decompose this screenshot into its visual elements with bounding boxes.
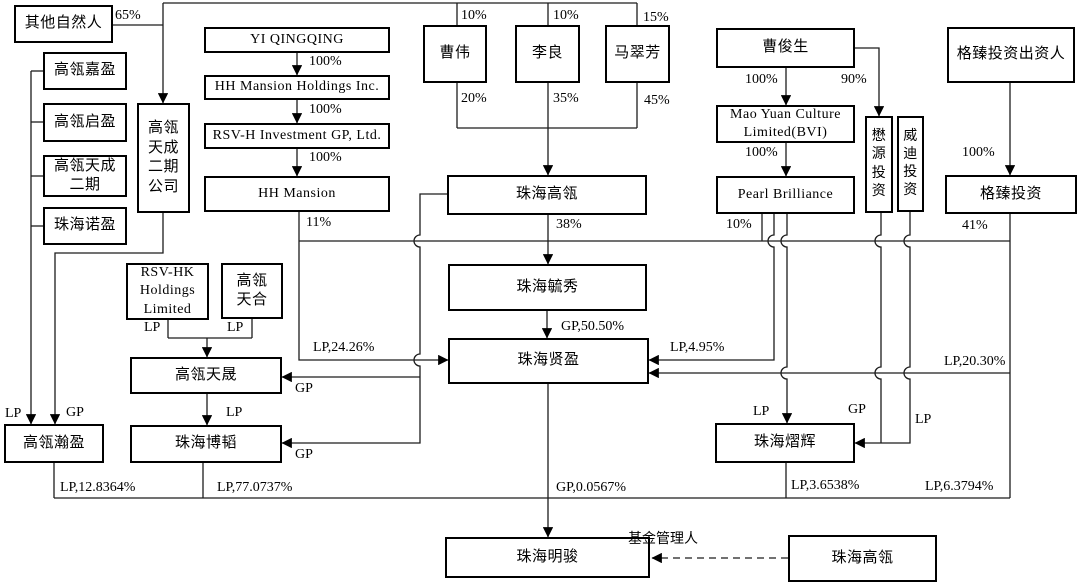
node-cao-wei: 曹伟	[423, 25, 487, 83]
node-gaoling-hanying: 高瓴瀚盈	[4, 424, 104, 463]
connector-24	[780, 214, 793, 424]
edge-label-30: GP	[848, 402, 866, 417]
edge-label-35: LP,3.6538%	[791, 478, 860, 493]
edge-label-19: LP	[227, 320, 244, 335]
node-pearl-brilliance: Pearl Brilliance	[716, 176, 855, 214]
edge-label-7: 20%	[461, 91, 487, 106]
edge-label-34: GP,0.0567%	[556, 480, 627, 495]
node-zhuhai-gaoling-manager: 珠海高瓴	[788, 535, 937, 582]
node-gaoling-jiaying: 高瓴嘉盈	[43, 52, 127, 90]
node-zhuhai-xianying: 珠海贤盈	[448, 338, 649, 384]
node-cao-junsheng: 曹俊生	[716, 28, 855, 68]
edge-label-23: LP,20.30%	[944, 354, 1006, 369]
connector-18	[298, 212, 449, 366]
edge-label-3: 15%	[643, 10, 669, 25]
edge-label-4: 100%	[309, 54, 342, 69]
edge-label-0: 65%	[115, 8, 141, 23]
edge-label-29: LP	[753, 404, 770, 419]
node-gaoling-qiying: 高瓴启盈	[43, 103, 127, 142]
edge-label-2: 10%	[553, 8, 579, 23]
edge-label-6: 100%	[309, 150, 342, 165]
edge-label-12: 100%	[745, 145, 778, 160]
edge-label-18: LP	[144, 320, 161, 335]
edge-label-25: LP	[226, 405, 243, 420]
edge-label-36: LP,6.3794%	[925, 479, 994, 494]
edge-label-21: GP,50.50%	[561, 319, 625, 334]
node-gezhen-investors: 格臻投资出资人	[947, 27, 1075, 83]
node-weidi-touzi: 威 迪 投 资	[897, 116, 924, 212]
edge-label-13: 100%	[962, 145, 995, 160]
edge-label-27: LP	[5, 406, 22, 421]
node-yi-qingqing: YI QINGQING	[204, 27, 390, 53]
connector-26	[874, 213, 882, 443]
edge-label-26: GP	[295, 447, 313, 462]
node-other-natural-persons: 其他自然人	[14, 5, 113, 43]
node-gaoling-tiancheng-2: 高瓴天成 二期	[43, 155, 127, 197]
edge-label-32: LP,12.8364%	[60, 480, 136, 495]
node-mao-yuan-culture: Mao Yuan Culture Limited(BVI)	[716, 105, 855, 143]
node-ma-cuifang: 马翠芳	[605, 25, 670, 83]
node-gezhen-touzi: 格臻投资	[945, 175, 1077, 214]
edge-label-5: 100%	[309, 102, 342, 117]
edge-label-1: 10%	[461, 8, 487, 23]
edge-label-8: 35%	[553, 91, 579, 106]
node-zhuhai-nuoying: 珠海诺盈	[43, 207, 127, 245]
edge-label-15: 38%	[556, 217, 582, 232]
edge-label-14: 11%	[306, 215, 332, 230]
node-zhuhai-yuxiu: 珠海毓秀	[448, 264, 647, 311]
node-zhuhai-gaoling: 珠海高瓴	[447, 175, 647, 215]
node-gaoling-tianhe: 高瓴 天合	[221, 263, 283, 319]
node-rsv-hk-holdings: RSV-HK Holdings Limited	[126, 263, 209, 320]
edge-label-20: LP,24.26%	[313, 340, 375, 355]
node-zhuhai-mingjun: 珠海明骏	[445, 537, 650, 578]
node-gaoling-tiancheng-2-gongsi: 高瓴 天成 二期 公司	[137, 103, 190, 213]
node-hh-mansion: HH Mansion	[204, 176, 390, 212]
edge-label-28: GP	[66, 405, 84, 420]
edge-label-17: 41%	[962, 218, 988, 233]
node-rsv-h-investment: RSV-H Investment GP, Ltd.	[204, 123, 390, 149]
node-li-liang: 李良	[515, 25, 580, 83]
edge-label-24: GP	[295, 381, 313, 396]
edge-label-37: 基金管理人	[628, 532, 698, 547]
connector-28	[281, 193, 447, 449]
edge-label-16: 10%	[726, 217, 752, 232]
edge-label-22: LP,4.95%	[670, 340, 725, 355]
node-hh-mansion-holdings: HH Mansion Holdings Inc.	[204, 75, 390, 100]
edge-label-9: 45%	[644, 93, 670, 108]
edge-label-11: 90%	[841, 72, 867, 87]
node-gaoling-tiansheng: 高瓴天晟	[130, 357, 282, 394]
edge-label-10: 100%	[745, 72, 778, 87]
node-maoyuan-touzi: 懋 源 投 资	[865, 116, 893, 213]
edge-label-31: LP	[915, 412, 932, 427]
node-zhuhai-yihui: 珠海熠辉	[715, 423, 855, 463]
node-zhuhai-botao: 珠海博韬	[130, 425, 282, 463]
edge-label-33: LP,77.0737%	[217, 480, 293, 495]
connector-23	[648, 214, 775, 366]
